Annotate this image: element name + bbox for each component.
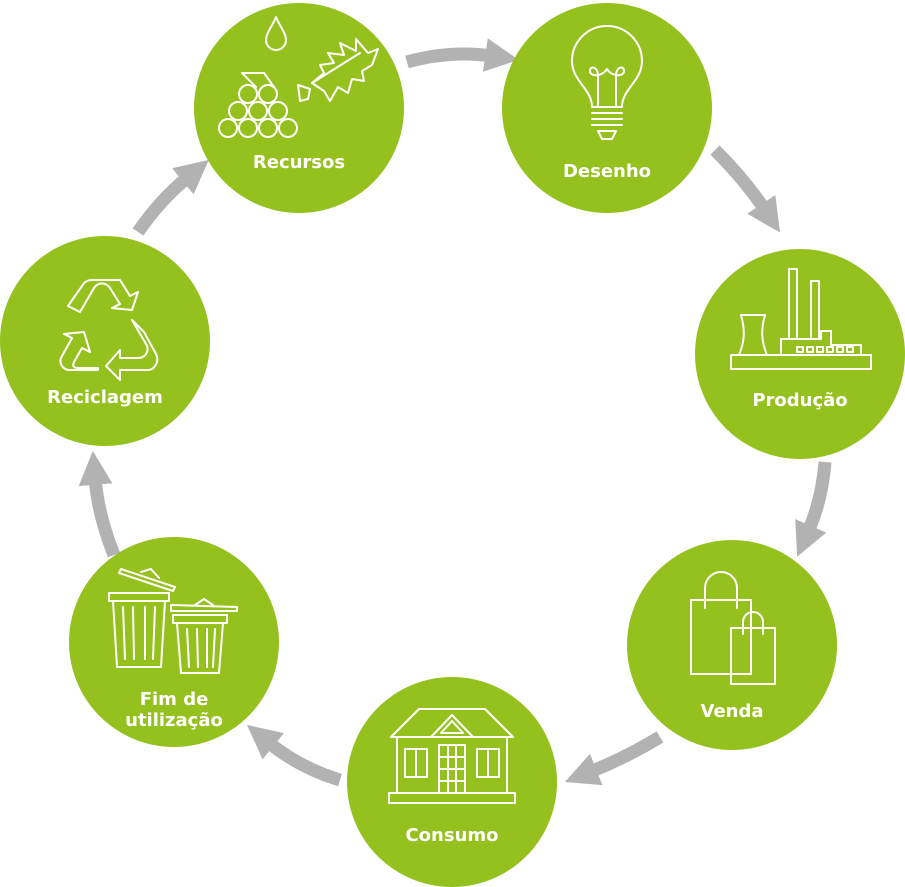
stage-label: Venda: [700, 701, 764, 722]
recycle-icon: [59, 279, 159, 381]
stage-label: Desenho: [562, 161, 652, 182]
stage-desenho: Desenho: [502, 3, 712, 213]
lightbulb-icon: [571, 25, 643, 140]
arrow-desenho-to-producao: [710, 145, 781, 233]
stage-recursos: Recursos: [194, 3, 404, 213]
stage-fim-de-utilizacao: Fim de utilização: [69, 537, 279, 747]
arrow-recursos-to-desenho: [405, 38, 519, 72]
stage-label: Recursos: [252, 152, 346, 173]
shopping-bags-icon: [690, 571, 776, 685]
arrow-venda-to-consumo: [564, 731, 664, 786]
resources-icon: [218, 16, 379, 138]
stage-producao: Produção: [695, 249, 905, 459]
stage-consumo: Consumo: [347, 677, 557, 887]
arrow-fim-to-reciclagem: [78, 451, 121, 558]
house-icon: [388, 708, 516, 804]
arrow-reciclagem-to-recursos: [132, 159, 209, 236]
arrow-consumo-to-fim: [247, 724, 342, 787]
trash-bins-icon: [108, 568, 238, 674]
stage-label-line-2: utilização: [125, 710, 223, 731]
stage-label: Consumo: [405, 825, 499, 846]
stage-venda: Venda: [627, 540, 837, 750]
stage-label: Reciclagem: [47, 387, 163, 408]
stage-label-line-1: Fim de: [139, 689, 209, 710]
factory-icon: [730, 268, 872, 370]
arrow-producao-to-venda: [795, 461, 832, 557]
stage-label: Produção: [752, 390, 848, 411]
stage-reciclagem: Reciclagem: [0, 236, 210, 446]
